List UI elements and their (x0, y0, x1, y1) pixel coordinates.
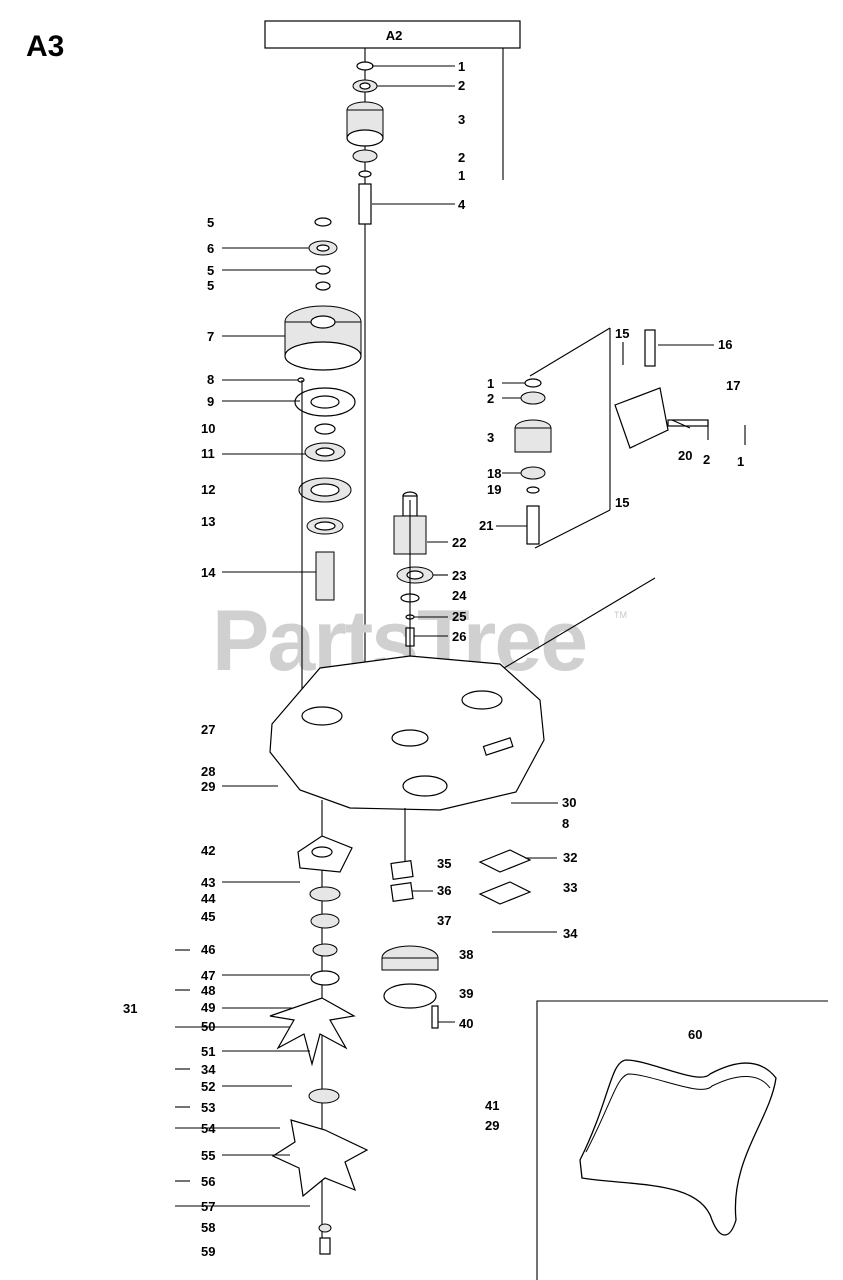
callout-37: 37 (437, 913, 451, 928)
callout-50: 50 (201, 1019, 215, 1034)
callout-31: 31 (123, 1001, 137, 1016)
spindle-housing (393, 491, 434, 740)
callout-59: 59 (201, 1244, 215, 1259)
callout-34: 34 (201, 1062, 216, 1077)
callout-8: 8 (562, 816, 569, 831)
callout-43: 43 (201, 875, 215, 890)
callout-36: 36 (437, 883, 451, 898)
callout-24: 24 (452, 588, 467, 603)
callout-14: 14 (201, 565, 216, 580)
callout-38: 38 (459, 947, 473, 962)
callout-28: 28 (201, 764, 215, 779)
callout-8: 8 (207, 372, 214, 387)
callout-57: 57 (201, 1199, 215, 1214)
callout-5: 5 (207, 278, 214, 293)
callout-54: 54 (201, 1121, 216, 1136)
callout-23: 23 (452, 568, 466, 583)
callout-25: 25 (452, 609, 466, 624)
callout-30: 30 (562, 795, 576, 810)
header-reference-box: A2 (264, 20, 521, 760)
callout-33: 33 (563, 880, 577, 895)
callout-3: 3 (458, 112, 465, 127)
callout-1: 1 (487, 376, 494, 391)
callout-13: 13 (201, 514, 215, 529)
callout-10: 10 (201, 421, 215, 436)
callout-21: 21 (479, 518, 493, 533)
callout-40: 40 (459, 1016, 473, 1031)
callout-1: 1 (458, 168, 465, 183)
callout-5: 5 (207, 215, 214, 230)
callout-20: 20 (678, 448, 692, 463)
callout-55: 55 (201, 1148, 215, 1163)
callout-18: 18 (487, 466, 501, 481)
callout-22: 22 (452, 535, 466, 550)
callout-42: 42 (201, 843, 215, 858)
callout-27: 27 (201, 722, 215, 737)
callout-29: 29 (485, 1118, 499, 1133)
lower-blade-stack (269, 835, 369, 1255)
callout-17: 17 (726, 378, 740, 393)
callout-26: 26 (452, 629, 466, 644)
section-label: A3 (26, 30, 64, 63)
watermark-trademark: TM (614, 610, 627, 620)
belt-inset: 60 (536, 1000, 828, 1280)
callout-34: 34 (563, 926, 578, 941)
callout-4: 4 (458, 197, 466, 212)
callout-35: 35 (437, 856, 451, 871)
callout-2: 2 (458, 150, 465, 165)
callout-3: 3 (487, 430, 494, 445)
callout-leader-20 (671, 419, 691, 429)
callout-44: 44 (201, 891, 216, 906)
callout-11: 11 (201, 446, 215, 461)
callout-52: 52 (201, 1079, 215, 1094)
callout-58: 58 (201, 1220, 215, 1235)
callout-5: 5 (207, 263, 214, 278)
callout-9: 9 (207, 394, 214, 409)
chute-and-clamp-parts (381, 849, 532, 1029)
callout-15: 15 (615, 495, 629, 510)
callout-39: 39 (459, 986, 473, 1001)
callout-2: 2 (458, 78, 465, 93)
pulley-spindle-stack (284, 217, 362, 760)
callout-12: 12 (201, 482, 215, 497)
callout-15: 15 (615, 326, 629, 341)
callout-41: 41 (485, 1098, 499, 1113)
callout-47: 47 (201, 968, 215, 983)
callout-49: 49 (201, 1000, 215, 1015)
inset-label: 60 (688, 1027, 702, 1042)
callout-29: 29 (201, 779, 215, 794)
callout-6: 6 (207, 241, 214, 256)
callout-53: 53 (201, 1100, 215, 1115)
callout-2: 2 (487, 391, 494, 406)
callout-56: 56 (201, 1174, 215, 1189)
header-reference-label: A2 (386, 28, 403, 43)
upper-pulley-stack (346, 61, 384, 225)
callout-32: 32 (563, 850, 577, 865)
deck-plate (269, 577, 656, 1240)
callout-7: 7 (207, 329, 214, 344)
callout-45: 45 (201, 909, 215, 924)
callout-48: 48 (201, 983, 215, 998)
callout-1: 1 (737, 454, 744, 469)
callout-1: 1 (458, 59, 465, 74)
callout-51: 51 (201, 1044, 215, 1059)
callout-2: 2 (703, 452, 710, 467)
callout-46: 46 (201, 942, 215, 957)
idler-assembly (514, 327, 709, 549)
callout-19: 19 (487, 482, 501, 497)
callout-16: 16 (718, 337, 732, 352)
